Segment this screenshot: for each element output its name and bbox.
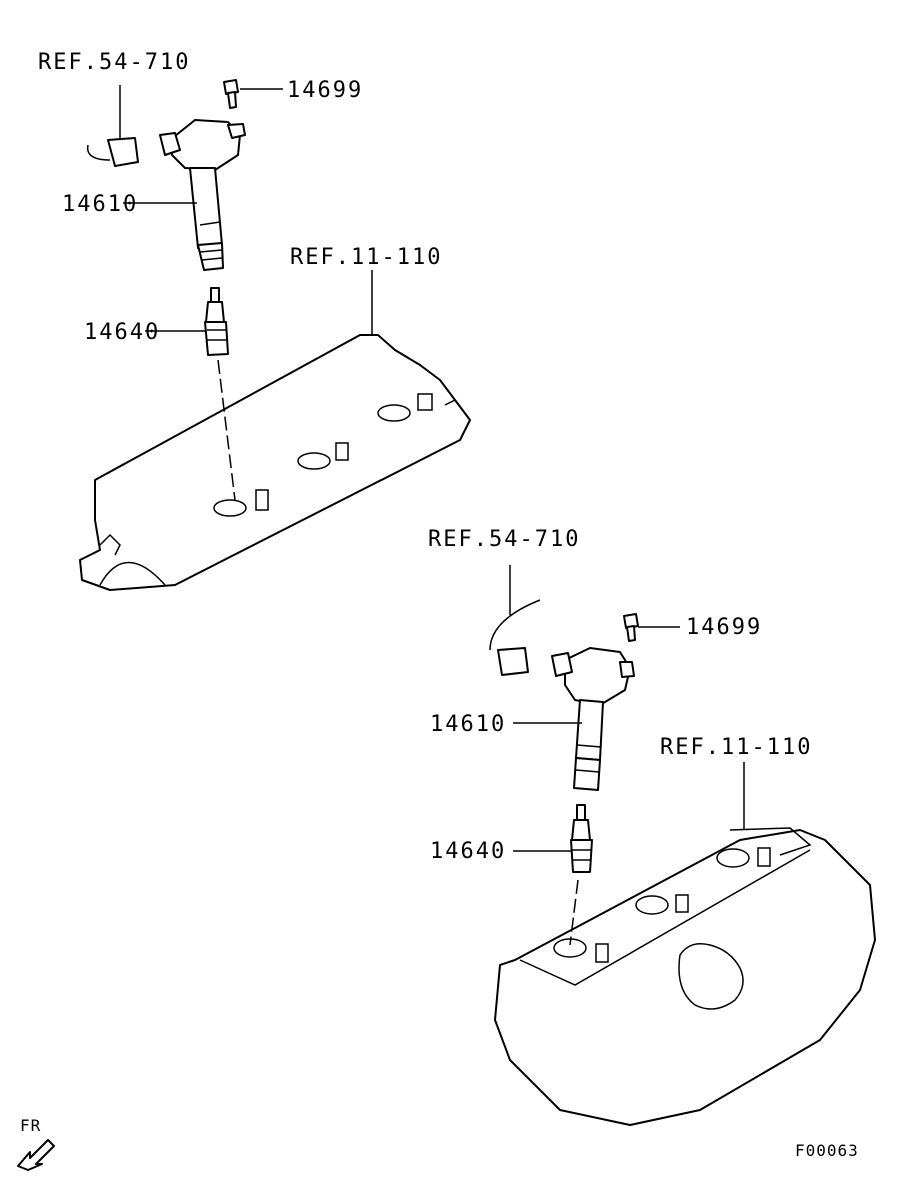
top-bolt-part-number: 14699 <box>287 78 364 103</box>
bottom-harness-connector <box>489 565 541 676</box>
top-bolt <box>223 79 239 109</box>
bottom-coil-part-number: 14610 <box>430 712 507 737</box>
bottom-cylinder-head-cover <box>494 827 876 1126</box>
top-spark-plug <box>204 287 229 356</box>
figure-code: F00063 <box>795 1141 859 1160</box>
bottom-bolt-part-number: 14699 <box>686 615 763 640</box>
bottom-spark-plug <box>570 804 593 873</box>
top-plug-part-number: 14640 <box>84 320 161 345</box>
front-marker-label: FR <box>20 1116 42 1135</box>
bottom-ignition-coil <box>551 647 635 791</box>
bottom-leader-lines <box>513 626 745 946</box>
top-ref-harness-label: REF.54-710 <box>38 50 191 75</box>
top-ref-head-label: REF.11-110 <box>290 245 443 270</box>
top-ignition-coil <box>159 119 246 271</box>
bottom-plug-part-number: 14640 <box>430 839 507 864</box>
bottom-ref-harness-label: REF.54-710 <box>428 527 581 552</box>
front-arrow-icon <box>17 1139 55 1171</box>
bottom-ref-head-label: REF.11-110 <box>660 735 813 760</box>
top-leader-lines <box>123 88 373 501</box>
top-harness-connector <box>86 85 139 167</box>
top-cylinder-head-cover <box>79 334 471 591</box>
top-coil-part-number: 14610 <box>62 192 139 217</box>
bottom-bolt <box>623 613 639 642</box>
